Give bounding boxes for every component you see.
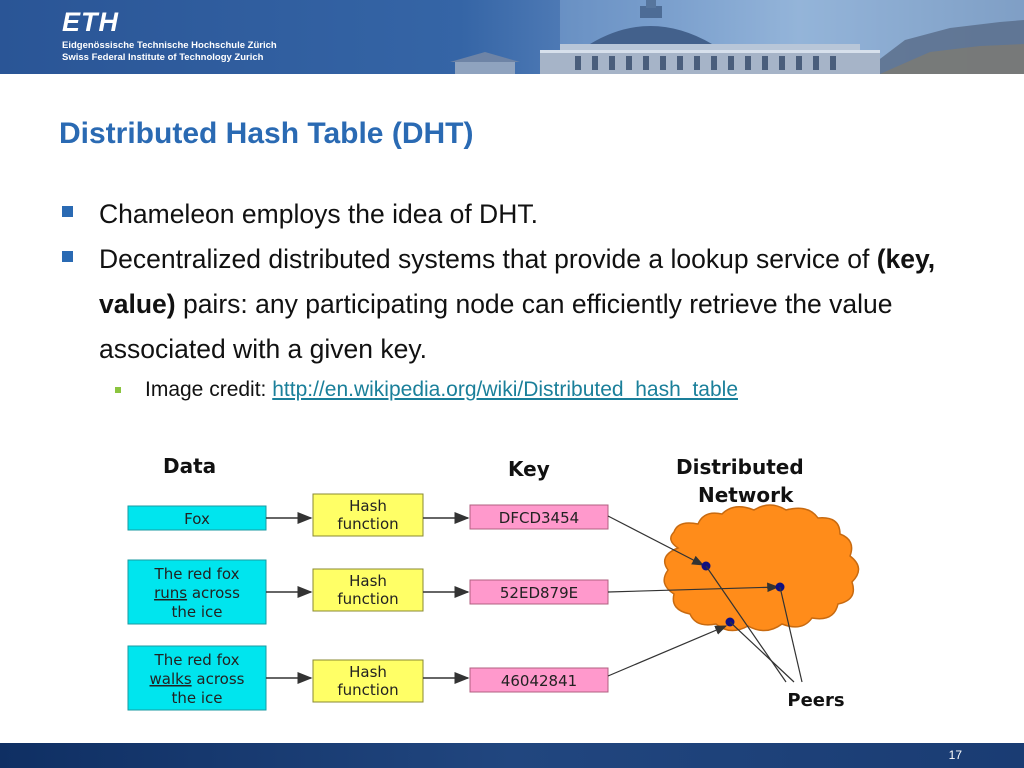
key-text: 52ED879E (500, 584, 578, 602)
data-text-line: the ice (171, 689, 222, 707)
building-photo (450, 0, 1024, 74)
heading-network-line2: Network (698, 483, 794, 507)
hash-box (312, 493, 424, 537)
key-box (469, 504, 609, 530)
header-banner: ETH Eidgenössische Technische Hochschule… (0, 0, 1024, 74)
hash-text: Hash (349, 572, 387, 590)
key-box (469, 667, 609, 693)
bullet-text: Chameleon employs the idea of DHT. (99, 199, 538, 229)
hash-text: Hash (349, 663, 387, 681)
sub-bullet-item: Image credit: http://en.wikipedia.org/wi… (115, 375, 990, 405)
data-text-line: The red fox (154, 565, 240, 583)
dht-diagram: Data Key Distributed Network Fox Hash fu… (118, 448, 908, 718)
data-box-walks (127, 645, 267, 711)
hash-text: function (337, 590, 398, 608)
university-name-german: Eidgenössische Technische Hochschule Zür… (62, 40, 277, 51)
small-square-bullet-icon (115, 387, 121, 393)
data-text-rest: across (187, 584, 240, 602)
peers-label: Peers (787, 690, 844, 711)
footer-bar: 17 (0, 743, 1024, 768)
hash-box (312, 659, 424, 703)
bullet-item: Decentralized distributed systems that p… (60, 237, 990, 372)
hash-text: Hash (349, 497, 387, 515)
square-bullet-icon (62, 206, 73, 217)
data-text-rest: across (192, 670, 245, 688)
network-cloud (663, 504, 860, 632)
data-box-fox (127, 505, 267, 531)
key-text: DFCD3454 (499, 509, 579, 527)
university-name-english: Swiss Federal Institute of Technology Zu… (62, 52, 264, 63)
hash-text: function (337, 515, 398, 533)
data-underlined-word: runs (154, 584, 187, 602)
heading-key: Key (508, 457, 550, 481)
key-text: 46042841 (501, 672, 577, 690)
slide-title: Distributed Hash Table (DHT) (59, 117, 474, 150)
heading-data: Data (163, 454, 216, 478)
heading-network-line1: Distributed (676, 455, 804, 479)
bullet-text: pairs: any participating node can effici… (99, 289, 893, 364)
data-text-line: The red fox (154, 651, 240, 669)
data-text-line: the ice (171, 603, 222, 621)
bullet-list: Chameleon employs the idea of DHT. Decen… (60, 192, 990, 405)
data-text-line: runs across (154, 584, 240, 602)
bullet-text: Decentralized distributed systems that p… (99, 244, 877, 274)
square-bullet-icon (62, 251, 73, 262)
hash-text: function (337, 681, 398, 699)
data-text-fox: Fox (184, 510, 210, 528)
data-text-line: walks across (150, 670, 245, 688)
data-underlined-word: walks (150, 670, 192, 688)
data-box-runs (127, 559, 267, 625)
dht-diagram-svg: Data Key Distributed Network Fox Hash fu… (127, 454, 860, 711)
hash-box (312, 568, 424, 612)
eth-logo: ETH (62, 7, 119, 37)
credit-link[interactable]: http://en.wikipedia.org/wiki/Distributed… (272, 378, 738, 401)
credit-label: Image credit: (145, 378, 273, 401)
bullet-bold-text: (key, value) (99, 244, 936, 319)
bullet-item: Chameleon employs the idea of DHT. (60, 192, 990, 237)
page-number: 17 (948, 748, 962, 762)
